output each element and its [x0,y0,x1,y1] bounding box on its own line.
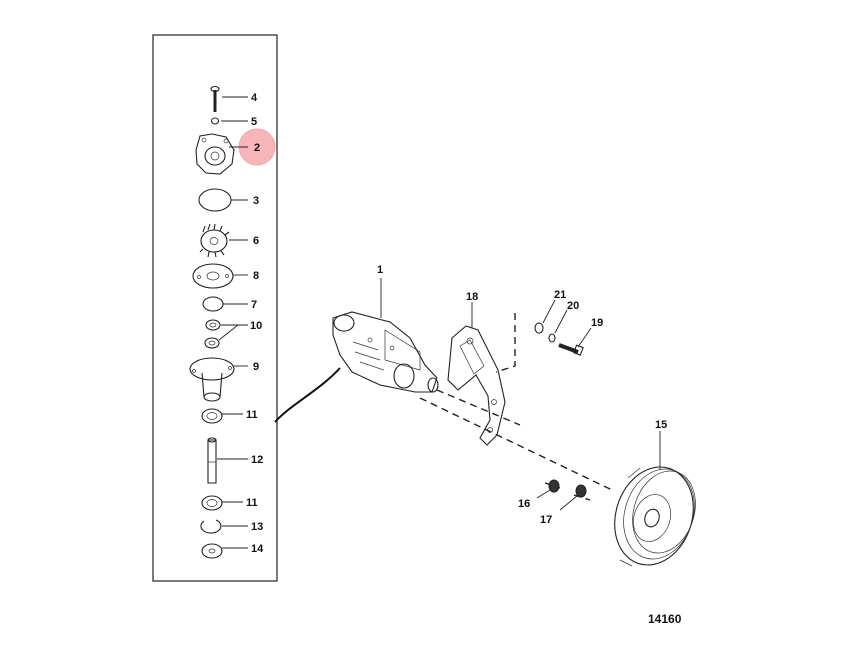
part-4-screw [210,85,220,112]
part-7-oring [202,296,224,312]
part-9-pump-housing [189,357,235,402]
callout-17: 17 [540,514,552,526]
assembly-line-shaft [436,389,521,426]
callout-3: 3 [253,195,259,207]
callout-9: 9 [253,361,259,373]
callout-8: 8 [253,270,259,282]
callout-11-upper: 11 [246,409,258,421]
part-8-wear-plate [192,263,234,289]
callout-1: 1 [377,264,383,276]
assembly-line-bracket [495,313,516,373]
part-2-pump-cover [195,133,235,175]
part-18-bracket [447,325,506,446]
callout-15: 15 [655,419,667,431]
callout-7: 7 [251,299,257,311]
callout-16: 16 [518,498,530,510]
part-16-nut [548,479,560,493]
callout-12: 12 [251,454,263,466]
part-14-washer [201,543,223,559]
part-10-seals [204,319,221,349]
part-11-bearing-upper [201,408,223,424]
part-15-pulley [614,466,696,567]
callout-18: 18 [466,291,478,303]
part-12-shaft [207,437,217,484]
callout-5: 5 [251,116,257,128]
callout-14: 14 [251,543,264,555]
part-19-bolt [558,343,584,356]
callout-2: 2 [254,142,260,154]
part-13-snap-ring [200,519,222,534]
callout-4: 4 [251,92,258,104]
callout-20: 20 [567,300,579,312]
part-11-bearing-lower [201,495,223,511]
part-3-oring [198,188,232,212]
part-5-washer [210,117,220,125]
part-20-lockwasher [548,333,556,343]
callout-13: 13 [251,521,263,533]
part-17-nut [575,484,587,498]
part-6-impeller [199,223,230,258]
callout-6: 6 [253,235,259,247]
connector-line [274,367,341,423]
assembly-line-pulley [419,397,613,491]
callout-11-lower: 11 [246,497,258,509]
callout-10: 10 [250,320,262,332]
exploded-view-frame [152,34,278,582]
callout-19: 19 [591,317,603,329]
figure-number: 14160 [648,612,682,626]
part-1-water-pump [332,311,439,393]
part-21-washer [534,322,544,334]
callout-21: 21 [554,289,566,301]
